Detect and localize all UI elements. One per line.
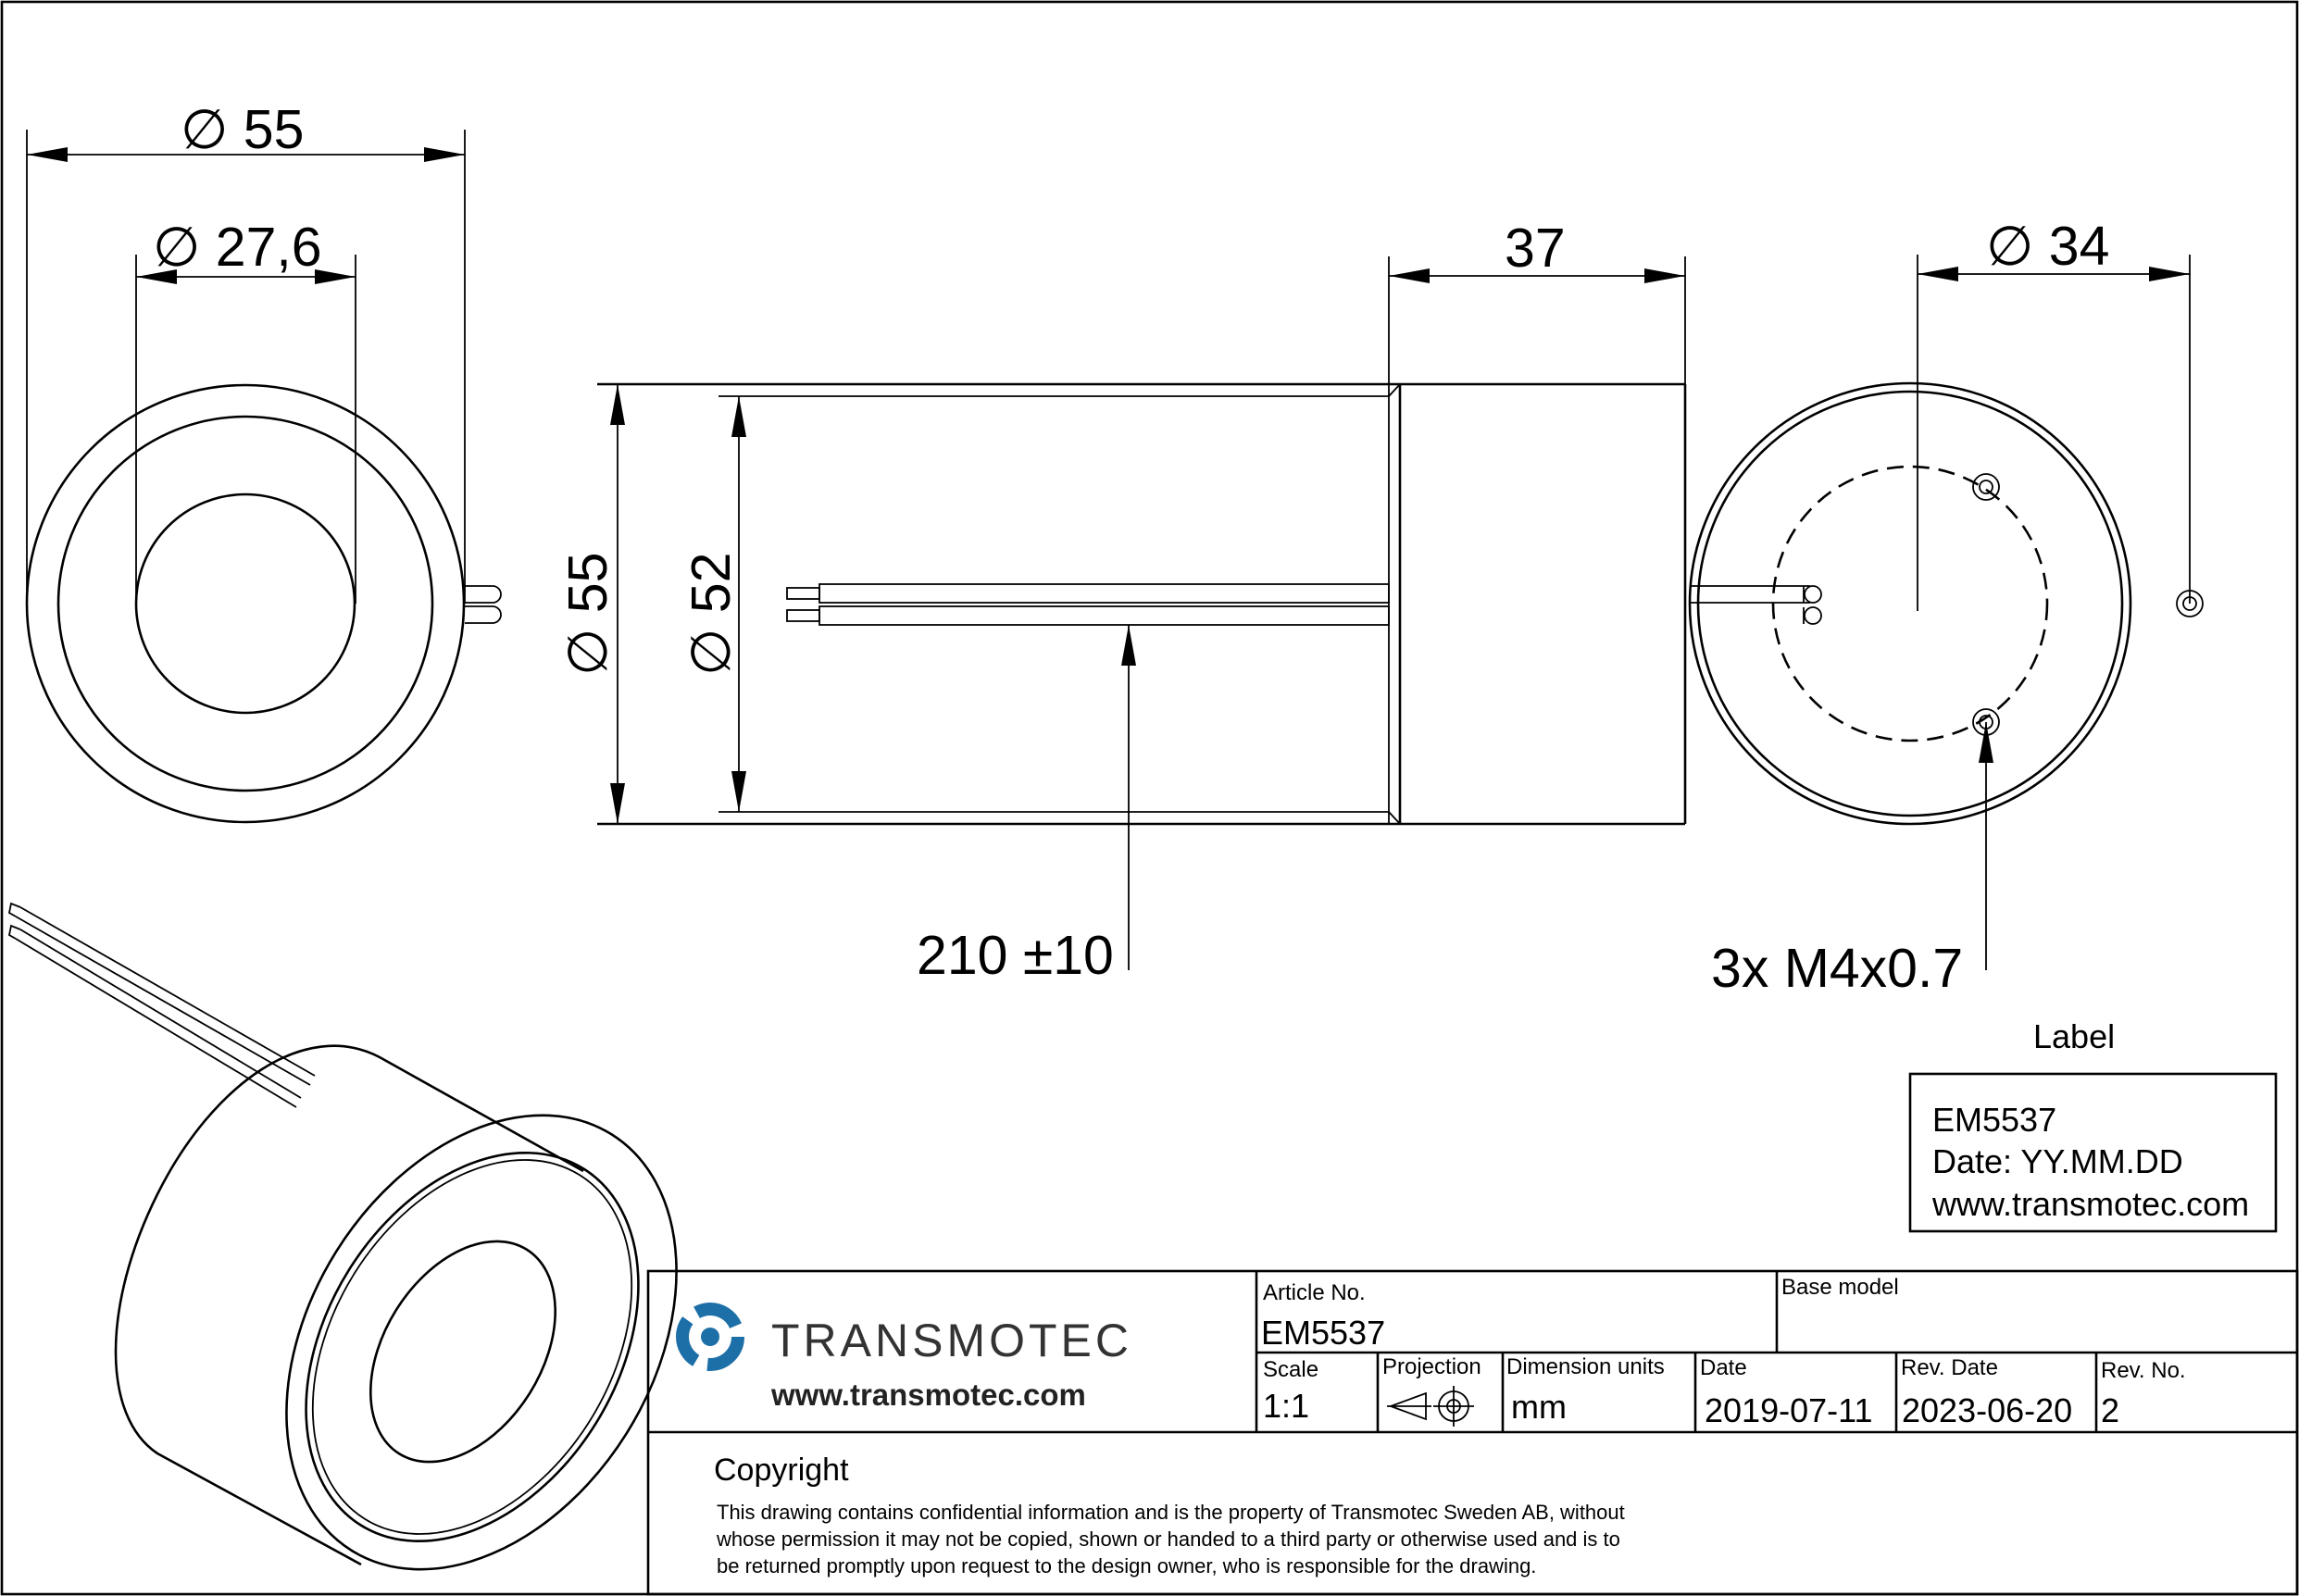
rev-no-value: 2	[2101, 1391, 2119, 1429]
rev-date-value: 2023-06-20	[1902, 1391, 2072, 1429]
dim-lead-length: 210 ±10	[917, 925, 1114, 986]
brand-url: www.transmotec.com	[770, 1378, 1086, 1412]
front-view: ∅ 55 ∅ 27,6	[25, 99, 502, 824]
label-line-3: www.transmotec.com	[1931, 1185, 2249, 1223]
dim-inner-diameter: ∅ 27,6	[153, 217, 322, 278]
scale-value: 1:1	[1263, 1387, 1309, 1425]
back-view: ∅ 34 3x M4x0.7	[1688, 216, 2204, 999]
rev-no-label: Rev. No.	[2101, 1358, 2186, 1383]
copyright-line-3: be returned promptly upon request to the…	[717, 1554, 1536, 1577]
copyright-line-1: This drawing contains confidential infor…	[717, 1501, 1625, 1524]
dim-side-outer-diameter: ∅ 55	[557, 553, 618, 676]
dim-bolt-circle: ∅ 34	[1986, 216, 2109, 277]
date-label: Date	[1700, 1355, 1747, 1380]
base-model-label: Base model	[1781, 1275, 1899, 1300]
label-line-2: Date: YY.MM.DD	[1932, 1142, 2183, 1180]
label-heading: Label	[2033, 1017, 2115, 1055]
article-no-label: Article No.	[1263, 1280, 1366, 1305]
copyright-heading: Copyright	[714, 1453, 849, 1488]
dimension-units-value: mm	[1511, 1388, 1567, 1426]
scale-label: Scale	[1263, 1357, 1318, 1382]
projection-label: Projection	[1382, 1354, 1481, 1379]
dim-outer-diameter: ∅ 55	[181, 99, 304, 160]
rev-date-label: Rev. Date	[1901, 1355, 1998, 1380]
transmotec-logo-icon	[676, 1303, 744, 1371]
label-box: Label EM5537 Date: YY.MM.DD www.transmot…	[1908, 1017, 2278, 1233]
isometric-view	[7, 902, 678, 1571]
dim-length: 37	[1505, 218, 1566, 279]
title-block: TRANSMOTEC www.transmotec.com Article No…	[646, 1269, 2299, 1596]
label-line-1: EM5537	[1932, 1101, 2056, 1139]
side-view: 37 ∅ 55 ∅ 52 210 ±10	[557, 218, 1687, 986]
date-value: 2019-07-11	[1705, 1391, 1872, 1429]
copyright-line-2: whose permission it may not be copied, s…	[716, 1527, 1620, 1551]
article-no-value: EM5537	[1261, 1314, 1385, 1352]
brand-name: TRANSMOTEC	[771, 1315, 1132, 1366]
dim-side-inner-diameter: ∅ 52	[681, 553, 742, 676]
dimension-units-label: Dimension units	[1506, 1354, 1665, 1379]
dim-thread: 3x M4x0.7	[1711, 938, 1963, 999]
first-angle-projection-icon	[1387, 1386, 1474, 1427]
